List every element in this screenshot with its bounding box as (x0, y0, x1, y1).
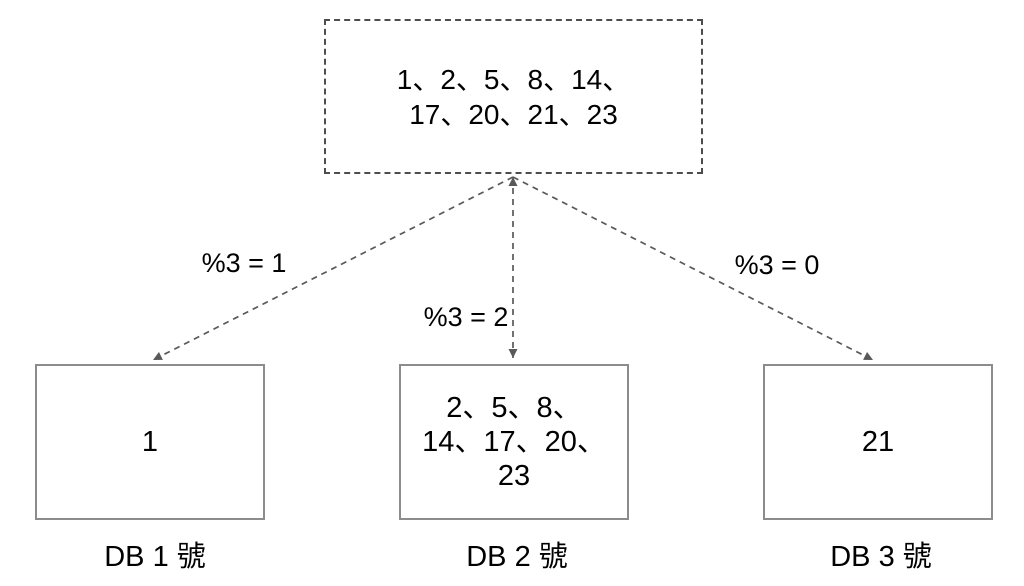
source-numbers-box: 1、2、5、8、14、 17、20、21、23 (324, 19, 703, 174)
db2-numbers-line: 23 (497, 460, 531, 492)
db1-numbers-line: 1 (141, 426, 159, 458)
edge-label-mod3-eq-1: %3 = 1 (201, 248, 287, 278)
db2-numbers-line: 2、5、8、 (446, 392, 582, 424)
source-numbers-line: 1、2、5、8、14、 (396, 63, 631, 95)
db3-numbers-line: 21 (861, 426, 895, 458)
edge-label-mod3-eq-2: %3 = 2 (423, 302, 509, 332)
db3-numbers-box: 21 (763, 364, 993, 520)
source-numbers-line: 17、20、21、23 (409, 98, 618, 130)
db1-numbers-box: 1 (35, 364, 265, 520)
db1-caption: DB 1 號 (104, 541, 206, 573)
db2-numbers-line: 14、17、20、 (422, 426, 606, 458)
db2-caption: DB 2 號 (466, 541, 568, 573)
edge-label-mod3-eq-0: %3 = 0 (734, 250, 820, 280)
db2-numbers-box: 2、5、8、 14、17、20、 23 (399, 364, 629, 520)
db3-caption: DB 3 號 (830, 541, 932, 573)
